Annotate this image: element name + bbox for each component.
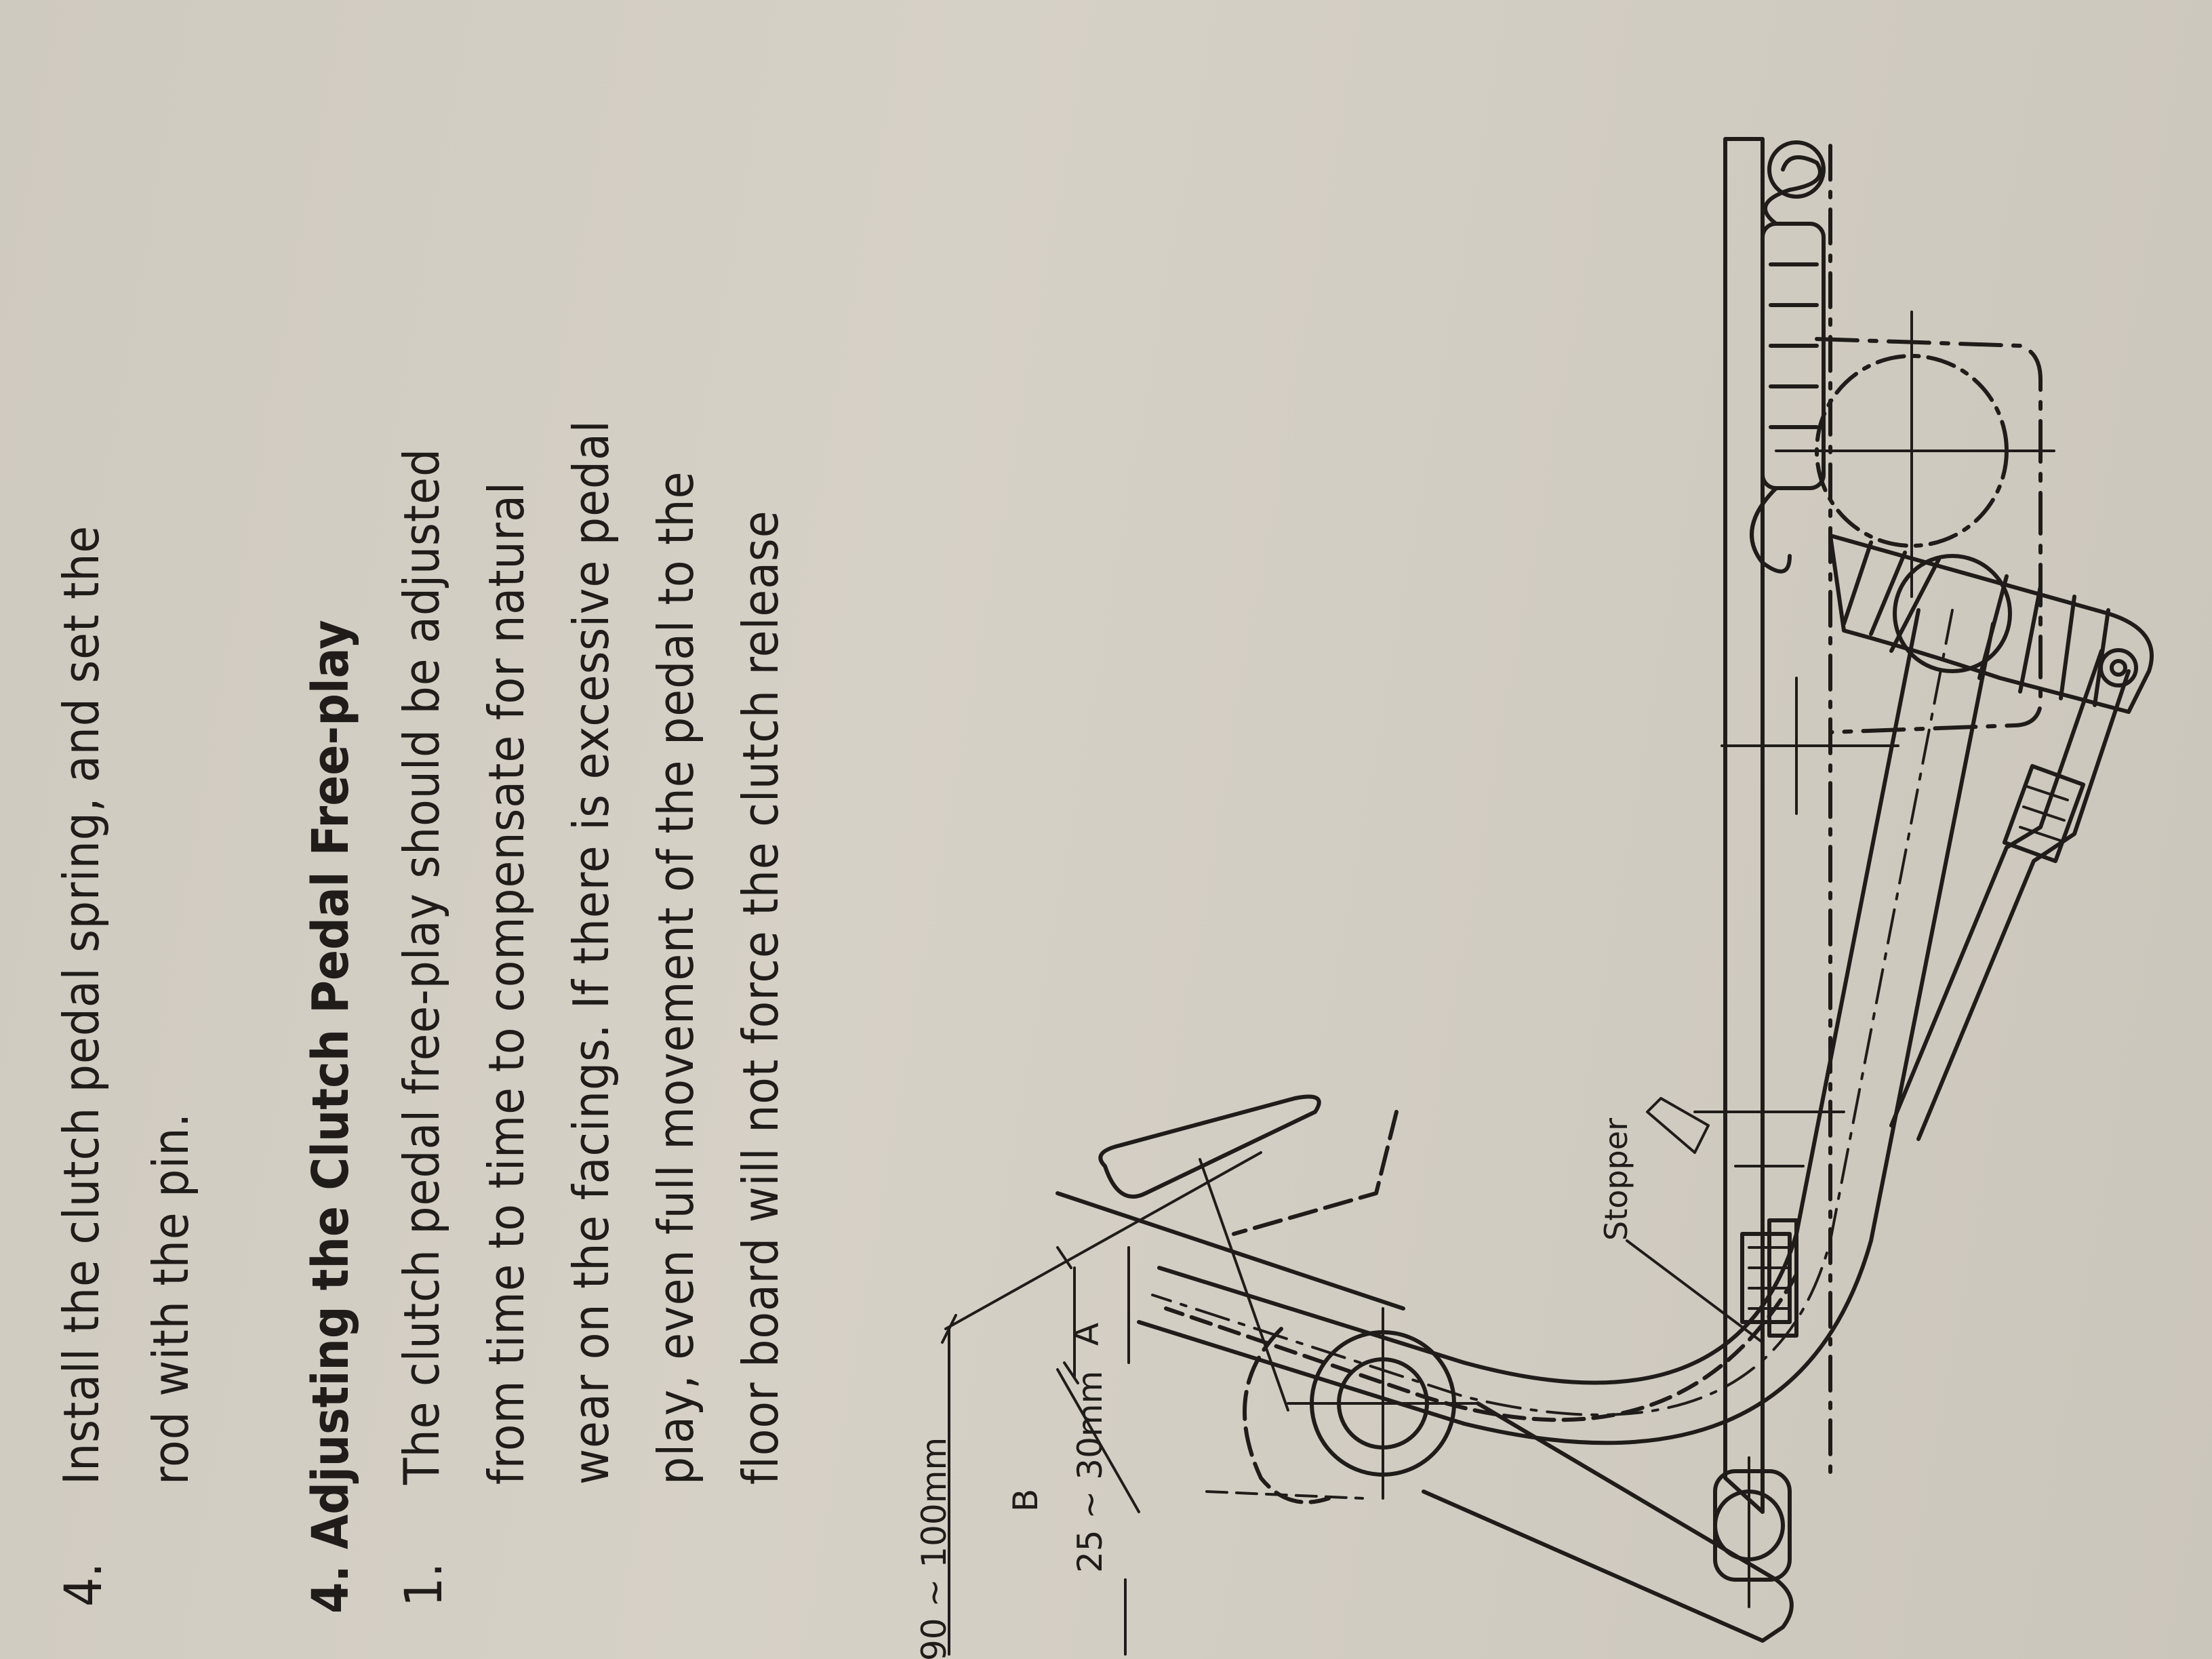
dim-a-label: A [1067, 1323, 1106, 1346]
pedal-arm [1137, 608, 1995, 1445]
dim-inner-label: 25 ~ 30mm [1070, 1371, 1110, 1573]
frame-plate [1723, 137, 1765, 1514]
dimension-lines [941, 677, 1899, 1656]
stopper-bolt [1740, 1218, 1798, 1338]
pedal-hub [1828, 534, 2154, 714]
dim-b-label: B [1006, 1489, 1045, 1512]
stopper-label: Stopper [1598, 1118, 1634, 1241]
stopper-leader [1626, 1239, 1764, 1344]
pedal-pad [1055, 1094, 1405, 1412]
bracket-outline [1815, 337, 2043, 734]
dim-outer-label: 90 ~ 100mm [914, 1437, 954, 1659]
pedal-pivot [1243, 1307, 1794, 1643]
lower-pivot [1713, 1456, 1792, 1608]
return-spring [1750, 140, 1826, 574]
push-rod [1889, 649, 2131, 1141]
